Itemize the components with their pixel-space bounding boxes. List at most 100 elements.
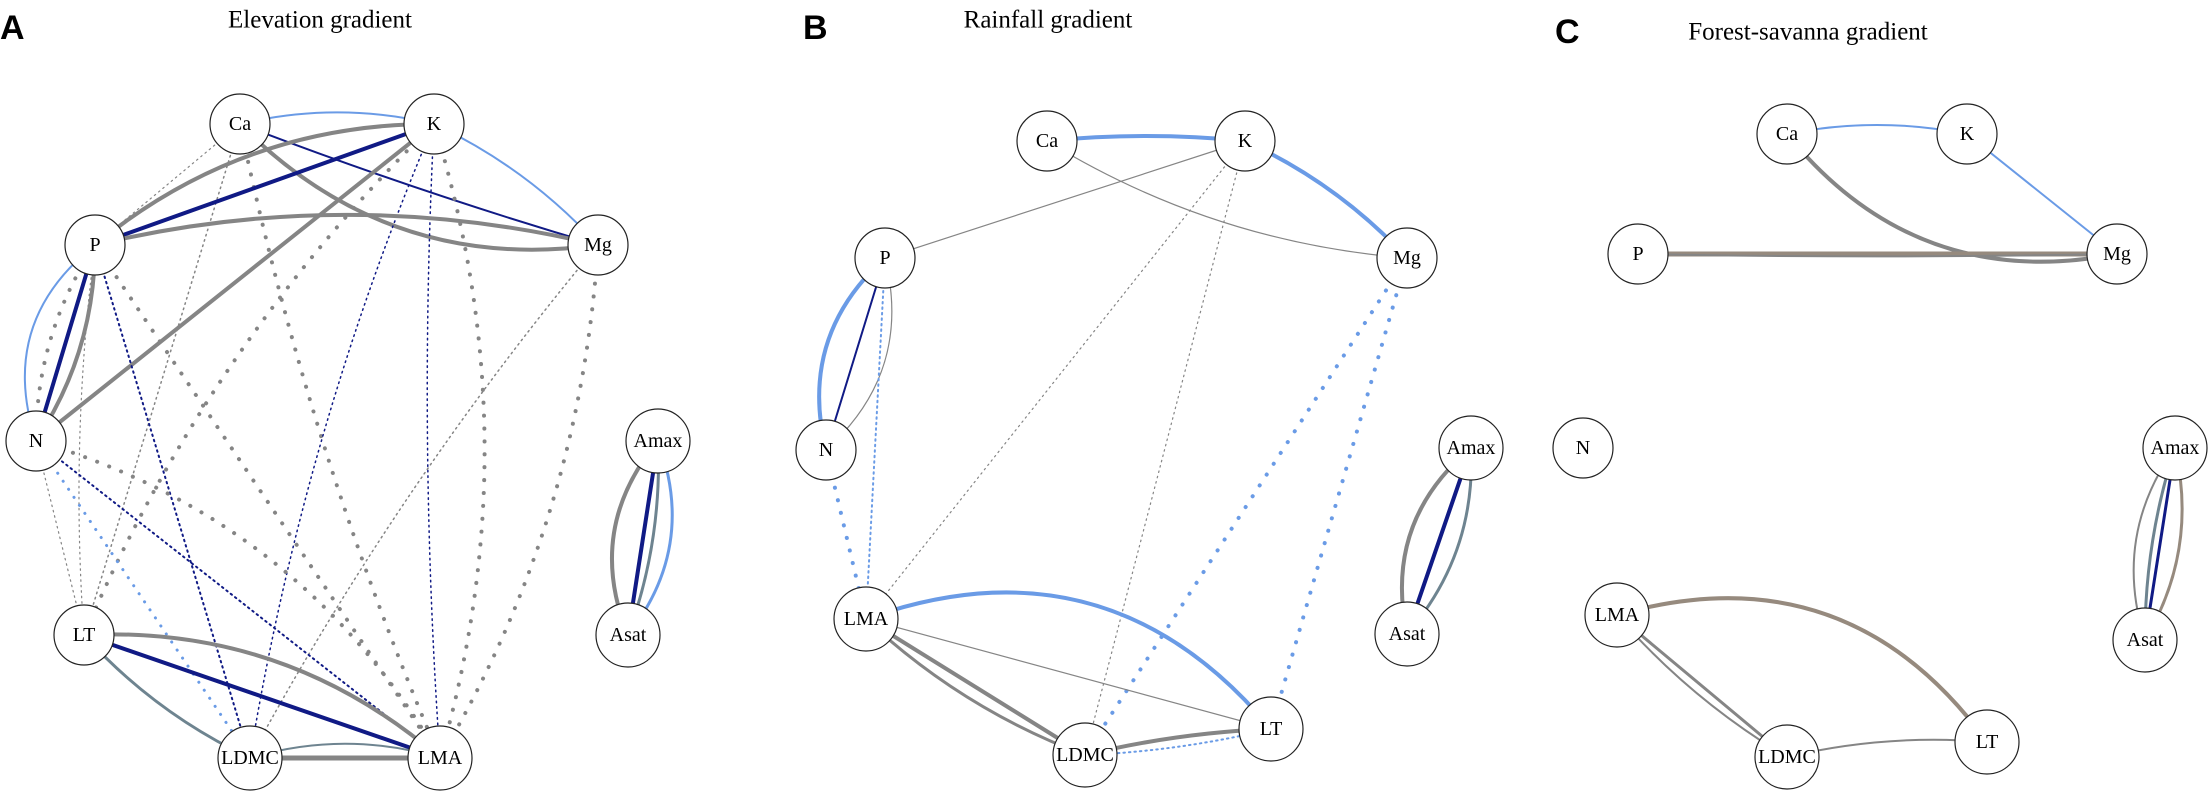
panel-title: Rainfall gradient <box>964 7 1133 34</box>
node-lt[interactable]: LT <box>53 604 115 666</box>
node-label: LMA <box>1595 604 1640 626</box>
node-circle <box>567 214 629 276</box>
node-p[interactable]: P <box>854 227 916 289</box>
edge-k-lma <box>426 123 441 759</box>
node-n[interactable]: N <box>1552 417 1614 479</box>
edges <box>1615 124 2184 759</box>
edge-lma-lt <box>865 618 1272 730</box>
node-n[interactable]: N <box>5 410 67 472</box>
edge-p-mg <box>1637 253 2118 258</box>
panel-title: Elevation gradient <box>228 7 412 34</box>
node-label: Amax <box>2151 437 2200 459</box>
node-lt[interactable]: LT <box>1238 696 1304 762</box>
node-amax[interactable]: Amax <box>2142 415 2208 481</box>
edge-k-lma <box>432 122 487 760</box>
edge-n-lma <box>34 439 442 760</box>
node-circle <box>1756 103 1818 165</box>
node-circle <box>1936 103 1998 165</box>
edge-p-n <box>34 243 97 443</box>
node-k[interactable]: K <box>403 93 465 155</box>
node-circle <box>1016 110 1078 172</box>
node-label: Asat <box>1389 623 1426 645</box>
node-circle <box>64 214 126 276</box>
node-label: Ca <box>1036 130 1058 152</box>
node-ca[interactable]: Ca <box>209 93 271 155</box>
node-n[interactable]: N <box>795 419 857 481</box>
node-circle <box>5 410 67 472</box>
node-circle <box>1052 722 1118 788</box>
node-mg[interactable]: Mg <box>1376 227 1438 289</box>
node-circle <box>407 725 473 791</box>
node-label: Amax <box>1447 437 1496 459</box>
node-mg[interactable]: Mg <box>2086 223 2148 285</box>
node-label: LDMC <box>1056 744 1114 766</box>
node-label: N <box>1576 437 1590 459</box>
edge-ca-mg <box>238 122 600 252</box>
node-lma[interactable]: LMA <box>1584 582 1650 648</box>
edges <box>817 134 1473 757</box>
node-circle <box>625 408 691 474</box>
node-circle <box>1607 223 1669 285</box>
node-ldmc[interactable]: LDMC <box>1754 724 1820 790</box>
node-asat[interactable]: Asat <box>2112 607 2178 673</box>
node-label: LT <box>73 624 96 646</box>
node-label: LT <box>1976 731 1999 753</box>
node-circle <box>1438 415 1504 481</box>
node-circle <box>53 604 115 666</box>
node-ldmc[interactable]: LDMC <box>217 725 283 791</box>
node-label: Asat <box>2127 629 2164 651</box>
node-ldmc[interactable]: LDMC <box>1052 722 1118 788</box>
edge-lma-ldmc <box>1615 613 1789 759</box>
edge-n-lma <box>35 440 441 759</box>
node-label: LMA <box>844 608 889 630</box>
node-label: Mg <box>1393 247 1421 269</box>
node-k[interactable]: K <box>1214 110 1276 172</box>
node-p[interactable]: P <box>1607 223 1669 285</box>
node-amax[interactable]: Amax <box>625 408 691 474</box>
node-label: N <box>819 439 833 461</box>
node-circle <box>1214 110 1276 172</box>
node-circle <box>2086 223 2148 285</box>
node-p[interactable]: P <box>64 214 126 276</box>
node-lt[interactable]: LT <box>1954 709 2020 775</box>
node-label: P <box>1632 243 1643 265</box>
edge-k-p <box>93 122 436 247</box>
node-circle <box>1376 227 1438 289</box>
edge-k-lt <box>82 122 436 637</box>
edge-mg-ldmc <box>249 244 599 759</box>
panel-letter: A <box>0 9 25 47</box>
node-label: LMA <box>418 747 463 769</box>
node-circle <box>2112 607 2178 673</box>
node-lma[interactable]: LMA <box>407 725 473 791</box>
edge-p-lma <box>93 243 442 760</box>
node-circle <box>2142 415 2208 481</box>
node-asat[interactable]: Asat <box>595 602 661 668</box>
edge-k-ldmc <box>1084 140 1246 756</box>
edge-lt-lma <box>82 633 442 760</box>
node-label: Amax <box>634 430 683 452</box>
node-lma[interactable]: LMA <box>833 586 899 652</box>
node-circle <box>1584 582 1650 648</box>
edge-mg-lt <box>1269 256 1409 731</box>
edge-n-ldmc <box>34 439 252 760</box>
edge-lt-lma <box>82 632 442 760</box>
node-asat[interactable]: Asat <box>1374 601 1440 667</box>
node-amax[interactable]: Amax <box>1438 415 1504 481</box>
node-circle <box>209 93 271 155</box>
panel-title: Forest-savanna gradient <box>1688 19 1928 46</box>
edge-p-ldmc <box>94 244 251 759</box>
edge-ca-mg <box>1785 132 2119 264</box>
node-ca[interactable]: Ca <box>1016 110 1078 172</box>
node-k[interactable]: K <box>1936 103 1998 165</box>
node-mg[interactable]: Mg <box>567 214 629 276</box>
node-circle <box>403 93 465 155</box>
edge-k-n <box>34 122 436 443</box>
node-ca[interactable]: Ca <box>1756 103 1818 165</box>
node-label: N <box>29 430 43 452</box>
edge-mg-lma <box>438 243 600 760</box>
